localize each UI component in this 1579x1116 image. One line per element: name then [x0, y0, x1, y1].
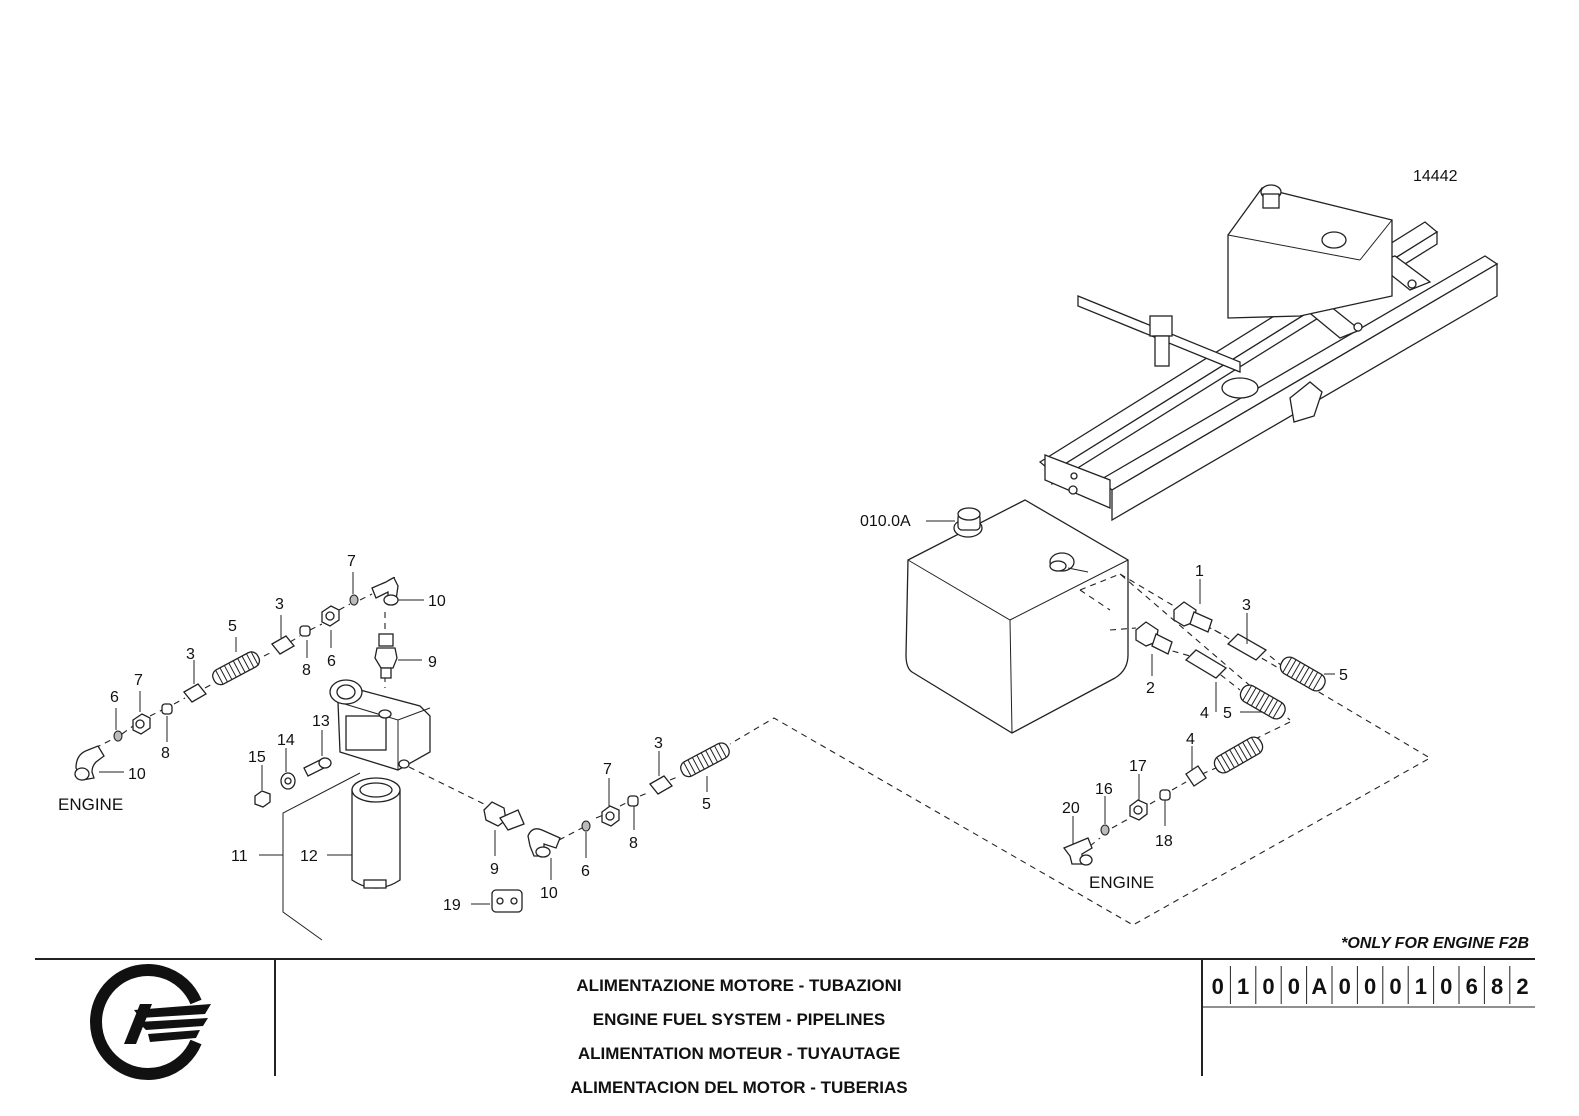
engine-label-left: ENGINE	[58, 795, 123, 814]
callout-4: 4	[1186, 731, 1195, 748]
code-character: 6	[1466, 974, 1478, 999]
chassis-frame	[1038, 184, 1499, 522]
callout-7: 7	[347, 553, 356, 570]
code-character: A	[1311, 974, 1327, 999]
callout-5: 5	[702, 796, 711, 813]
callout-10: 10	[540, 885, 558, 902]
left-supply-line-parts	[74, 576, 399, 781]
fuel-line-routing	[94, 573, 1432, 926]
callout-14: 14	[277, 732, 295, 749]
callout-10: 10	[128, 766, 146, 783]
engine-note: *ONLY FOR ENGINE F2B	[1341, 935, 1529, 952]
code-character: 0	[1288, 974, 1300, 999]
callout-6: 6	[110, 689, 119, 706]
title-block	[35, 958, 1535, 1076]
callout-8: 8	[629, 835, 638, 852]
code-character: 8	[1491, 974, 1503, 999]
callout-19: 19	[443, 897, 461, 914]
callout-8: 8	[161, 745, 170, 762]
callout-13: 13	[312, 713, 330, 730]
code-character: 2	[1516, 974, 1528, 999]
figure-number: 14442	[1413, 168, 1458, 185]
manufacturer-logo-icon	[90, 964, 211, 1080]
code-character: 0	[1440, 974, 1452, 999]
callout-16: 16	[1095, 781, 1113, 798]
callout-9: 9	[490, 861, 499, 878]
centre-supply-line-parts	[483, 742, 730, 858]
tank-reference: 010.0A	[860, 513, 911, 530]
callout-3: 3	[654, 735, 663, 752]
callout-5: 5	[1339, 667, 1348, 684]
callout-9: 9	[428, 654, 437, 671]
title-french: ALIMENTATION MOTEUR - TUYAUTAGE	[578, 1044, 900, 1063]
callout-4: 4	[1200, 705, 1209, 722]
callout-6: 6	[581, 863, 590, 880]
right-return-line-parts	[1062, 601, 1326, 866]
callout-3: 3	[275, 596, 284, 613]
fuel-tank	[905, 499, 1129, 734]
callout-3: 3	[1242, 597, 1251, 614]
callout-5: 5	[1223, 705, 1232, 722]
code-character: 0	[1364, 974, 1376, 999]
callout-18: 18	[1155, 833, 1173, 850]
code-character: 0	[1339, 974, 1351, 999]
callout-17: 17	[1129, 758, 1147, 775]
callout-5: 5	[228, 618, 237, 635]
callout-3: 3	[186, 646, 195, 663]
callout-1: 1	[1195, 563, 1204, 580]
code-character: 1	[1415, 974, 1427, 999]
engine-label-right: ENGINE	[1089, 873, 1154, 892]
callout-2: 2	[1146, 680, 1155, 697]
title-italian: ALIMENTAZIONE MOTORE - TUBAZIONI	[576, 976, 901, 995]
callout-7: 7	[603, 761, 612, 778]
title-english: ENGINE FUEL SYSTEM - PIPELINES	[593, 1010, 886, 1029]
callout-8: 8	[302, 662, 311, 679]
code-character: 0	[1262, 974, 1274, 999]
title-spanish: ALIMENTACION DEL MOTOR - TUBERIAS	[570, 1078, 907, 1097]
callout-6: 6	[327, 653, 336, 670]
code-character: 0	[1212, 974, 1224, 999]
callout-leaders	[99, 572, 1335, 905]
callout-12: 12	[300, 848, 318, 865]
fuel-filter-assembly	[254, 679, 523, 941]
callout-11: 11	[231, 848, 248, 865]
callout-7: 7	[134, 672, 143, 689]
callout-10: 10	[428, 593, 446, 610]
callout-20: 20	[1062, 800, 1080, 817]
code-character: 1	[1237, 974, 1249, 999]
callout-15: 15	[248, 749, 266, 766]
code-character: 0	[1389, 974, 1401, 999]
callout-numbers: 7 10 3 5 3 8 6 9 7 6 8 10 13 14 15 11 12…	[110, 553, 1348, 914]
